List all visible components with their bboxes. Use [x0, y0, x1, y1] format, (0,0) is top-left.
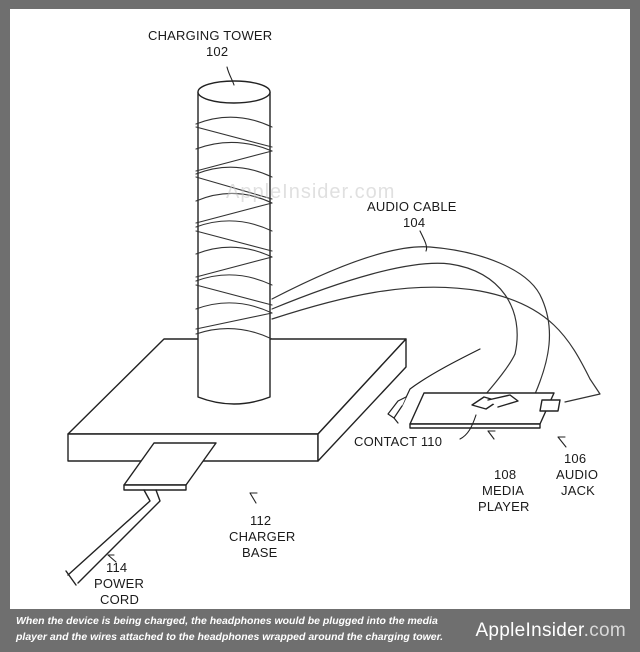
cord-label-line1: POWER [94, 576, 145, 591]
leader-lines [107, 66, 567, 563]
jack-label-ref: 106 [564, 451, 587, 466]
watermark-text: AppleInsider.com [226, 181, 396, 203]
cable-coil [195, 116, 273, 340]
charging-tower-shape [197, 80, 271, 405]
base-label-ref: 112 [250, 513, 272, 528]
caption-line-2: player and the wires attached to the hea… [16, 631, 444, 643]
tower-label-name: CHARGING TOWER [148, 28, 273, 43]
player-label-line1: MEDIA [482, 483, 525, 498]
caption-line-1: When the device is being charged, the he… [16, 615, 438, 627]
media-player-shape [409, 392, 555, 429]
brand-logo: AppleInsider.com [475, 620, 626, 642]
base-label-line2: BASE [242, 545, 278, 560]
jack-label-line2: JACK [561, 483, 596, 498]
earpiece-shape [387, 348, 481, 424]
power-cord-shape [65, 442, 217, 586]
patent-figure: AppleInsider.com CHARGING TOWER 102 AUDI… [10, 9, 630, 609]
brand-name: AppleInsider [475, 620, 584, 641]
patent-drawing [65, 66, 601, 586]
cable-label-name: AUDIO CABLE [367, 199, 457, 214]
cord-label-line2: CORD [100, 592, 140, 607]
player-label-line2: PLAYER [478, 499, 530, 514]
tower-label-ref: 102 [206, 44, 229, 59]
brand-suffix: .com [583, 620, 626, 641]
cable-label-ref: 104 [403, 215, 426, 230]
audio-cable-shape [271, 246, 601, 405]
cord-label-ref: 114 [106, 560, 128, 575]
contact-label: CONTACT 110 [354, 434, 443, 449]
audio-jack-shape [539, 399, 561, 412]
jack-label-line1: AUDIO [556, 467, 599, 482]
base-label-line1: CHARGER [229, 529, 296, 544]
player-label-ref: 108 [494, 467, 517, 482]
figure-caption: When the device is being charged, the he… [16, 613, 466, 645]
